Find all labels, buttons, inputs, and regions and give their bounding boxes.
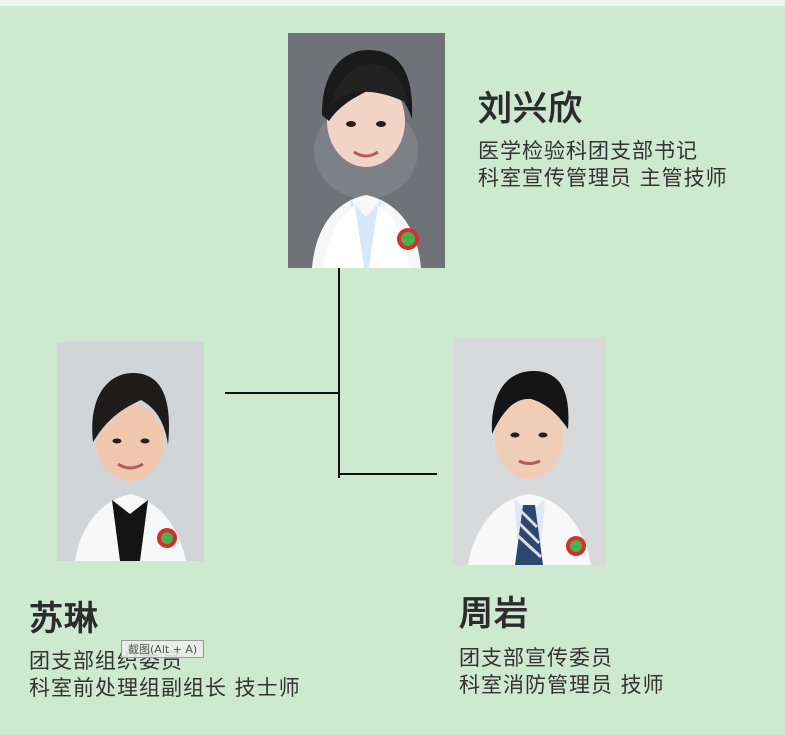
- right-horizontal-connector: [339, 473, 437, 475]
- member-role-line-2-liu-xingxin: 科室宣传管理员 主管技师: [478, 166, 728, 190]
- member-photo-zhou-yan: [453, 337, 606, 565]
- member-role-line-2-su-lin: 科室前处理组副组长 技士师: [29, 676, 301, 700]
- member-role-line-1-zhou-yan: 团支部宣传委员: [459, 646, 613, 670]
- member-photo-liu-xingxin: [288, 33, 445, 268]
- member-photo-su-lin: [57, 342, 204, 561]
- member-name-su-lin: 苏琳: [29, 599, 99, 639]
- main-vertical-connector: [338, 268, 340, 478]
- screenshot-tooltip: 截图(Alt + A): [121, 640, 205, 658]
- portrait-avatar-icon: [288, 33, 445, 268]
- portrait-avatar-icon: [57, 342, 204, 561]
- member-name-zhou-yan: 周岩: [459, 594, 529, 634]
- member-role-line-2-zhou-yan: 科室消防管理员 技师: [459, 673, 665, 697]
- top-divider: [0, 0, 785, 6]
- left-horizontal-connector: [225, 392, 339, 394]
- portrait-avatar-icon: [453, 337, 606, 565]
- member-role-line-1-liu-xingxin: 医学检验科团支部书记: [478, 139, 698, 163]
- member-name-liu-xingxin: 刘兴欣: [478, 89, 583, 129]
